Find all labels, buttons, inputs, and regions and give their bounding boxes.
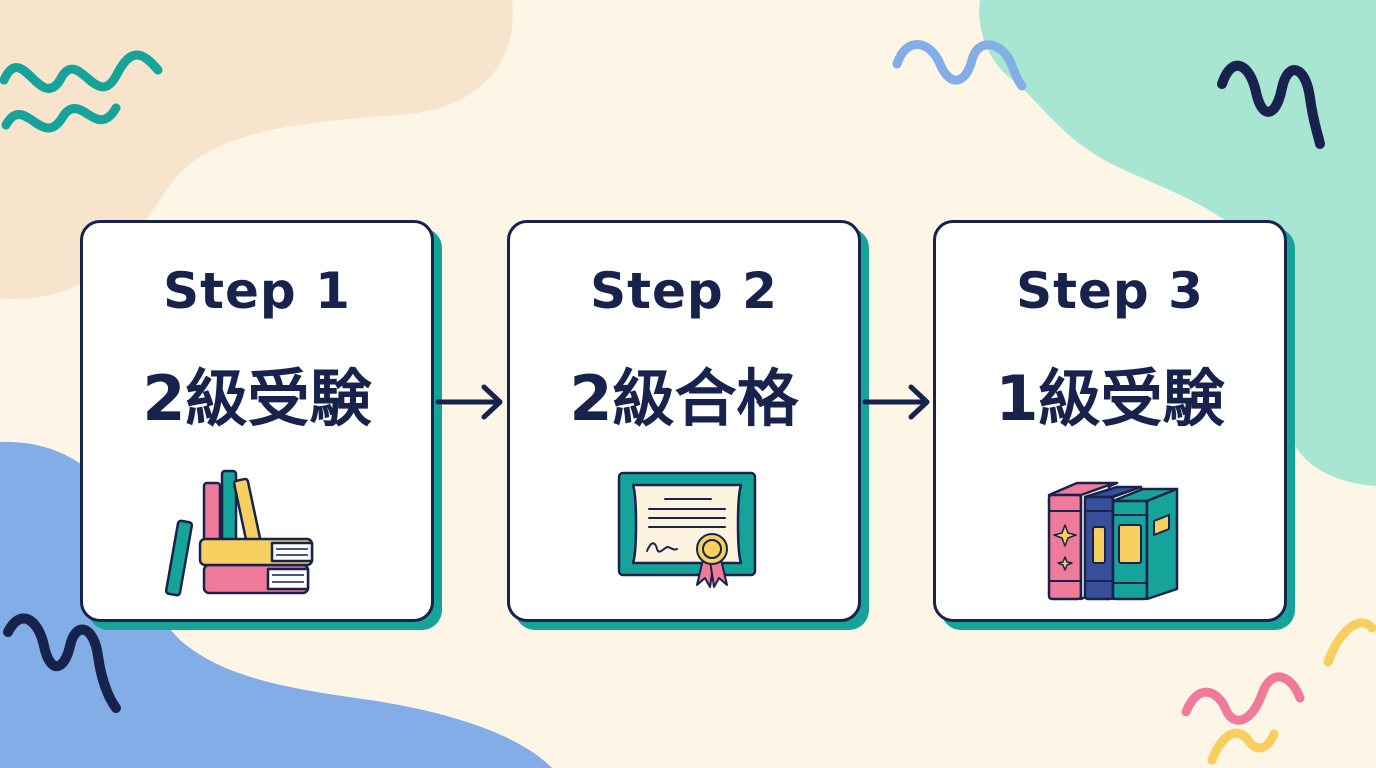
step-3-label: 1級受験 <box>995 362 1225 435</box>
teal-squiggle <box>1 103 121 133</box>
standing-books-icon <box>1047 481 1179 601</box>
step-1-title: Step 1 <box>163 262 351 320</box>
step-2-card: Step 2 2級合格 <box>507 220 861 622</box>
arrow-right-icon <box>435 384 503 420</box>
step-1-label: 2級受験 <box>142 362 372 435</box>
certificate-icon <box>617 471 757 588</box>
yellow-squiggle <box>1323 618 1376 667</box>
step-2-label: 2級合格 <box>569 362 799 435</box>
yellow-squiggle <box>1207 728 1279 765</box>
mint-blob-top-right <box>979 0 1376 486</box>
pink-squiggle <box>1181 672 1305 725</box>
navy-squiggle <box>3 613 121 713</box>
navy-squiggle <box>1217 60 1325 149</box>
book-stack-icon <box>164 469 314 597</box>
arrow-right-icon <box>862 384 930 420</box>
teal-squiggle <box>0 50 163 93</box>
blue-squiggle <box>892 40 1027 91</box>
step-1-card: Step 1 2級受験 <box>80 220 434 622</box>
step-2-title: Step 2 <box>590 262 778 320</box>
step-3-title: Step 3 <box>1016 262 1204 320</box>
blue-blob-bottom-left <box>0 441 552 768</box>
step-3-card: Step 3 1級受験 <box>933 220 1287 622</box>
